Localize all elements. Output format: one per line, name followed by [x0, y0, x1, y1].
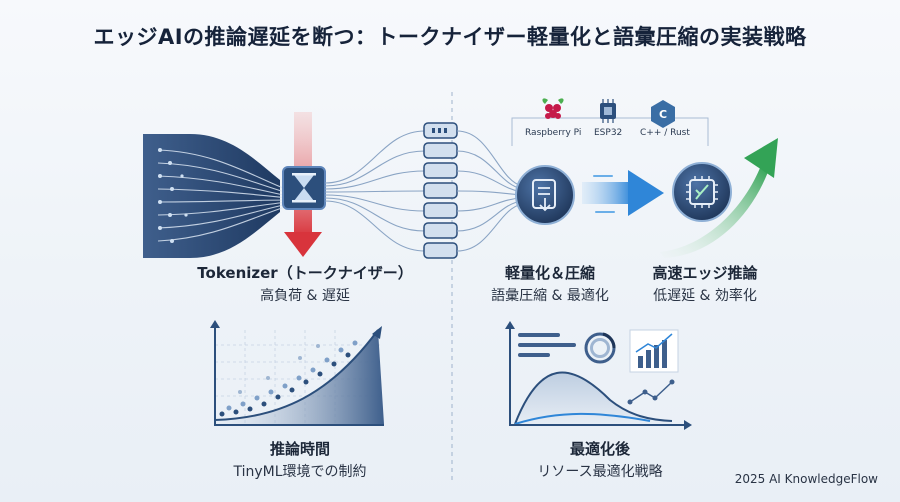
- latency-sublabel: TinyML環境での制約: [233, 464, 367, 480]
- token-lines-out: [456, 130, 523, 252]
- input-funnel: [143, 134, 280, 258]
- latency-label: 推論時間: [269, 440, 330, 458]
- credit-text: 2025 AI KnowledgeFlow: [734, 472, 878, 486]
- growth-arrow-green: [660, 138, 778, 258]
- compress-sublabel: 語彙圧縮 & 最適化: [491, 288, 609, 304]
- optimized-plot: [505, 321, 692, 430]
- hourglass-icon: [282, 166, 326, 210]
- bar-mini-icon: [629, 329, 679, 373]
- optimized-sublabel: リソース最適化戦略: [537, 464, 663, 480]
- inference-icon: [672, 162, 732, 222]
- compress-label: 軽量化＆圧縮: [504, 264, 595, 282]
- tokenizer-sublabel: 高負荷 & 遅延: [260, 288, 350, 304]
- compression-icon: [515, 165, 575, 225]
- token-stack: [423, 122, 458, 259]
- trend-line-mini: [629, 381, 673, 403]
- flow-arrow-blue: [582, 170, 664, 216]
- token-lines-in: [324, 130, 426, 252]
- funnel-streams: [157, 149, 289, 242]
- page-title: エッジAIの推論遅延を断つ：トークナイザー軽量化と語彙圧縮の実装戦略: [93, 25, 807, 49]
- raspberry-pi-icon: [542, 98, 564, 119]
- svg-text:C: C: [659, 108, 667, 121]
- platform-label-raspberry-pi: Raspberry Pi: [525, 128, 582, 138]
- latency-plot: [210, 320, 384, 426]
- cpp-icon: C: [651, 100, 675, 128]
- inference-label: 高速エッジ推論: [652, 264, 758, 282]
- inference-sublabel: 低遅延 & 効率化: [653, 288, 757, 304]
- latency-points: [219, 340, 358, 417]
- optimized-label: 最適化後: [569, 440, 630, 458]
- platform-label-esp32: ESP32: [594, 128, 623, 138]
- tokenizer-label: Tokenizer（トークナイザー）: [197, 264, 413, 282]
- platform-label-cpp-rust: C++ / Rust: [640, 128, 690, 138]
- chip-icon: [600, 99, 616, 123]
- funnel-dots: [158, 148, 188, 243]
